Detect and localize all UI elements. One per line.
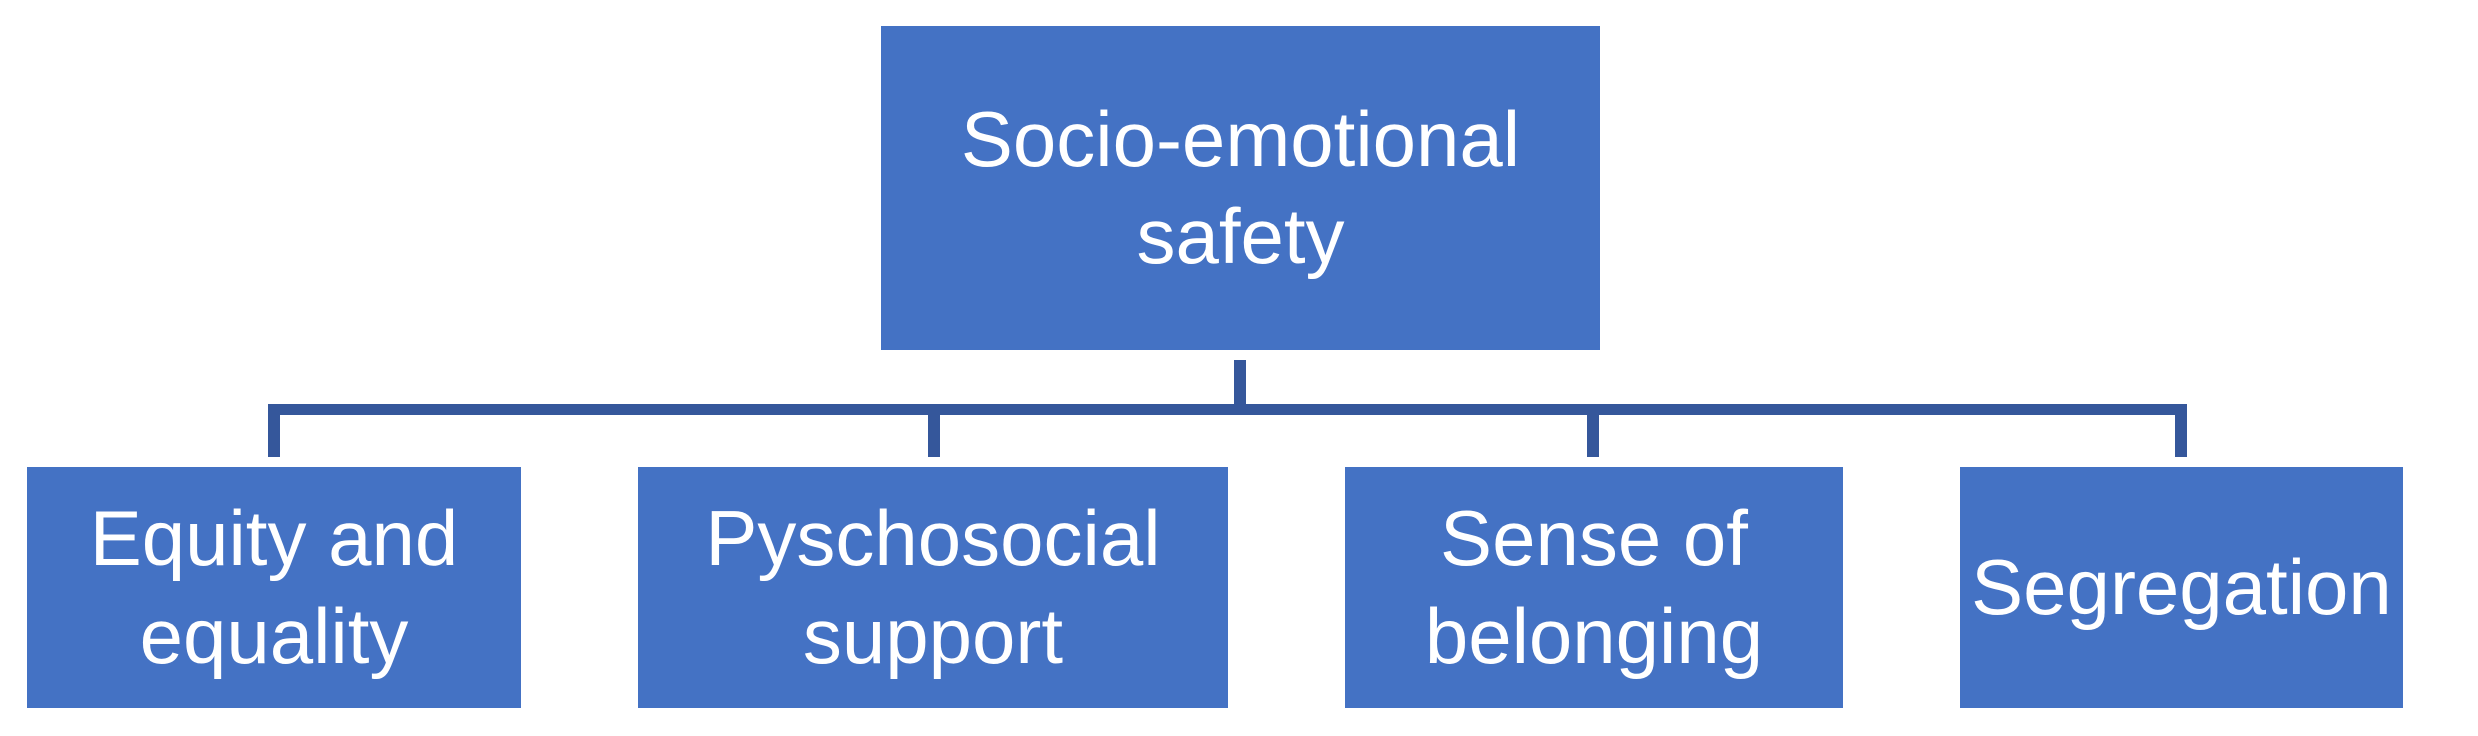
org-node-equity-and-equality: Equity and equality xyxy=(27,467,521,708)
org-node-label: Socio-emotional safety xyxy=(960,94,1521,281)
org-node-label: Sense of belonging xyxy=(1424,494,1764,680)
org-node-pyschosocial-support: Pyschosocial support xyxy=(638,467,1228,708)
connector-rail xyxy=(268,404,2187,415)
org-node-root-socio-emotional-safety: Socio-emotional safety xyxy=(881,26,1600,350)
connector-stub-sense-of-belonging xyxy=(1587,415,1599,457)
org-node-label: Segregation xyxy=(1971,542,2392,631)
connector-stub-pyschosocial-support xyxy=(928,415,940,457)
connector-stub-root xyxy=(1234,360,1246,404)
org-node-segregation: Segregation xyxy=(1960,467,2403,708)
connector-stub-segregation xyxy=(2175,415,2187,457)
org-node-sense-of-belonging: Sense of belonging xyxy=(1345,467,1843,708)
connector-stub-equity-and-equality xyxy=(268,415,280,457)
org-node-label: Equity and equality xyxy=(89,494,459,680)
org-node-label: Pyschosocial support xyxy=(705,494,1161,680)
